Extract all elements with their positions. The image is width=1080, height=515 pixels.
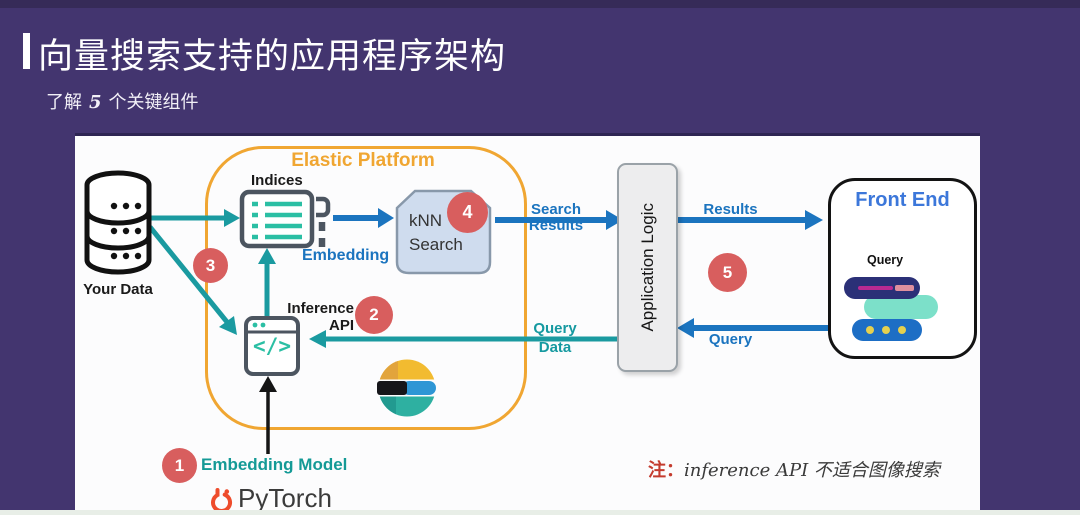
inference-line1: Inference <box>287 300 354 317</box>
inference-api-icon <box>244 316 300 376</box>
badge-2: 2 <box>355 296 393 334</box>
query-data-line2: Data <box>538 339 572 356</box>
pytorch-label: PyTorch <box>238 483 332 513</box>
elastic-platform-label: Elastic Platform <box>291 150 435 171</box>
mockup-dot-2 <box>882 326 890 334</box>
indices-icon <box>239 189 331 250</box>
subtitle-post: 个关键组件 <box>108 92 199 113</box>
badge-3: 3 <box>193 248 228 283</box>
badge-1: 1 <box>162 448 197 483</box>
knn-line1: kNN <box>409 211 443 230</box>
knn-search-label: kNN Search <box>409 209 463 257</box>
badge-4: 4 <box>447 192 488 233</box>
mockup-dot-1 <box>866 326 874 334</box>
front-end-query-label: Query <box>867 253 904 267</box>
arrow-pytorch-to-inference <box>259 376 277 454</box>
searchbar-pink-segment <box>895 285 914 291</box>
elastic-logo <box>377 359 436 417</box>
query-label: Query <box>708 331 753 348</box>
arrow-yourdata-to-inference <box>148 225 237 335</box>
frontend-blue-bar-mockup <box>852 319 922 341</box>
bottom-edge-band <box>0 510 1080 515</box>
top-edge-band <box>0 0 1080 8</box>
front-end-label: Front End <box>855 189 950 211</box>
frontend-mint-bar-mockup <box>864 295 938 319</box>
arrow-inference-to-indices <box>258 248 276 318</box>
query-data-label: Query Data <box>518 319 592 357</box>
arrow-frontend-to-applogic <box>677 318 828 338</box>
title-accent-bar <box>23 33 30 69</box>
search-results-label: Search Results <box>517 202 595 234</box>
arrow-yourdata-to-indices <box>150 209 240 227</box>
knn-line2: Search <box>409 235 463 254</box>
embedding-label: Embedding <box>302 247 390 264</box>
code-icon: </> <box>253 334 291 358</box>
page-title: 向量搜索支持的应用程序架构 <box>38 37 507 77</box>
footnote-prefix: 注： <box>648 460 684 481</box>
query-data-line1: Query <box>533 320 577 337</box>
your-data-label: Your Data <box>83 281 153 298</box>
searchbar-magenta-segment <box>858 286 893 290</box>
frontend-searchbar-mockup <box>844 277 920 299</box>
application-logic-box: Application Logic <box>617 163 678 372</box>
arrow-indices-to-knn <box>333 208 394 228</box>
search-results-line1: Search <box>530 201 582 218</box>
footnote: 注：inference API 不适合图像搜索 <box>648 456 940 482</box>
page-subtitle: 了解 5 个关键组件 <box>46 88 199 114</box>
mockup-dot-3 <box>898 326 906 334</box>
subtitle-pre: 了解 <box>46 92 82 113</box>
subtitle-number: 5 <box>89 92 102 113</box>
arrow-applogic-to-frontend <box>674 210 823 230</box>
database-icon <box>84 170 152 275</box>
application-logic-label: Application Logic <box>637 203 657 332</box>
arrow-querydata-to-inference <box>309 330 617 348</box>
footnote-body: inference API 不适合图像搜索 <box>684 460 940 481</box>
front-end-box: Front End Query <box>828 178 977 359</box>
search-results-line2: Results <box>528 217 584 234</box>
badge-5: 5 <box>708 253 747 292</box>
embedding-model-label: Embedding Model <box>201 455 348 474</box>
inference-api-label: Inference API <box>262 300 354 334</box>
indices-label: Indices <box>251 172 303 189</box>
inference-line2: API <box>328 317 354 334</box>
results-label: Results <box>703 201 758 218</box>
elastic-platform-container <box>205 146 527 430</box>
arrow-knn-to-applogic <box>495 210 623 230</box>
